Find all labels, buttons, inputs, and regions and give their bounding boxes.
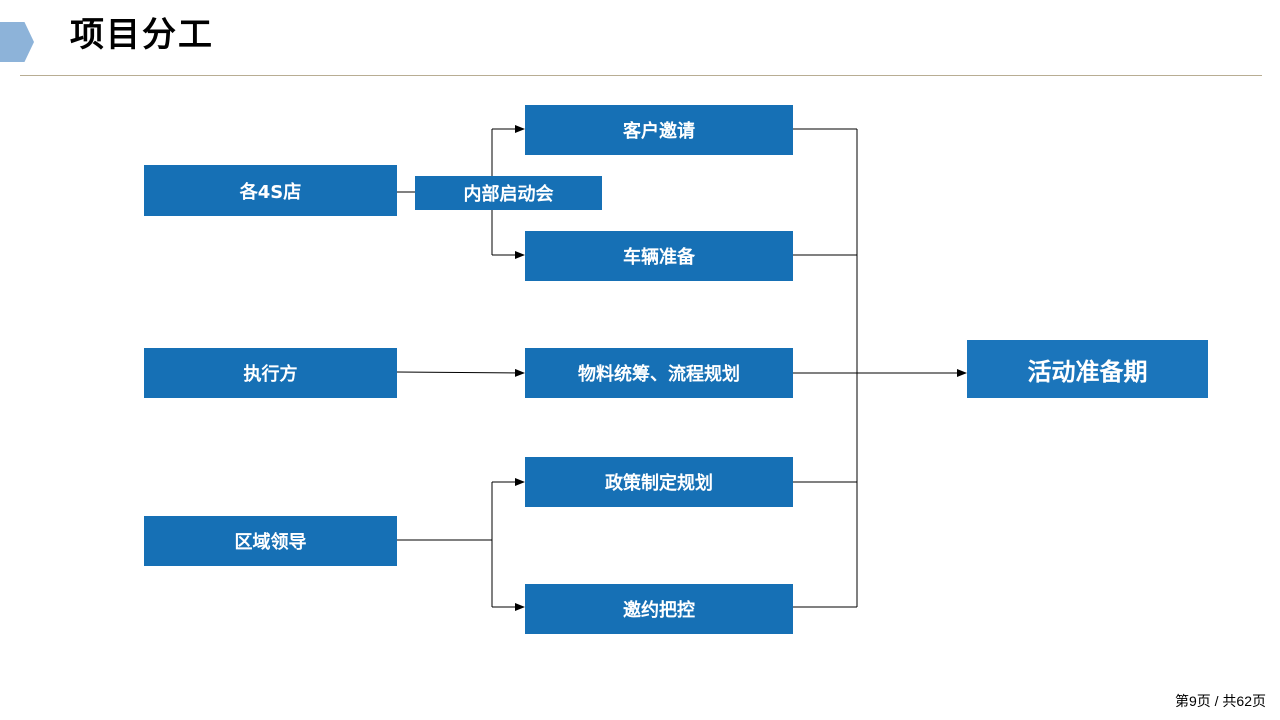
node-preparation-phase[interactable]: 活动准备期	[967, 340, 1208, 398]
node-vehicle-preparation[interactable]: 车辆准备	[525, 231, 793, 281]
node-policy-planning[interactable]: 政策制定规划	[525, 457, 793, 507]
node-customer-invitation[interactable]: 客户邀请	[525, 105, 793, 155]
node-preparation-phase-label: 活动准备期	[1027, 357, 1148, 386]
node-dealers-label: 各4S店	[239, 181, 302, 203]
arrow-executor-to-materials	[396, 368, 525, 377]
node-regional-leader-label: 区域领导	[234, 532, 307, 553]
node-invitation-control[interactable]: 邀约把控	[525, 584, 793, 634]
node-regional-leader[interactable]: 区域领导	[144, 516, 397, 566]
header-divider	[20, 75, 1262, 76]
node-executor-label: 执行方	[243, 364, 298, 385]
page-title: 项目分工	[70, 15, 214, 55]
page-number: 第9页 / 共62页	[1174, 693, 1266, 709]
node-executor[interactable]: 执行方	[144, 348, 397, 398]
node-policy-planning-label: 政策制定规划	[605, 473, 713, 494]
node-customer-invitation-label: 客户邀请	[623, 121, 695, 142]
node-dealers[interactable]: 各4S店	[144, 165, 397, 216]
node-materials-planning-label: 物料统筹、流程规划	[578, 364, 740, 385]
node-kickoff-meeting-label: 内部启动会	[463, 184, 554, 205]
node-materials-planning[interactable]: 物料统筹、流程规划	[525, 348, 793, 398]
node-invitation-control-label: 邀约把控	[623, 600, 695, 621]
node-kickoff-meeting[interactable]: 内部启动会	[415, 176, 602, 210]
node-vehicle-preparation-label: 车辆准备	[623, 247, 695, 268]
